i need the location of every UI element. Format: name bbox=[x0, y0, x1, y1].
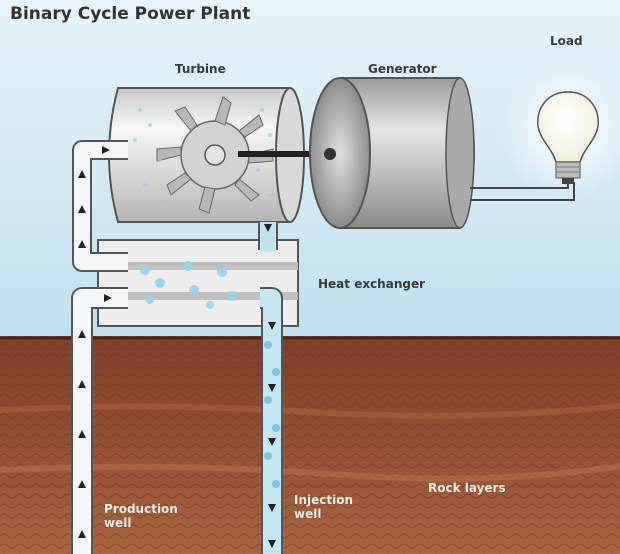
rock-layers bbox=[0, 336, 620, 554]
heat-exchanger-label: Heat exchanger bbox=[318, 277, 425, 291]
rock-layers-label: Rock layers bbox=[428, 481, 506, 495]
injection-well bbox=[260, 287, 283, 554]
turbine-label: Turbine bbox=[175, 62, 226, 76]
production-well bbox=[71, 287, 128, 554]
injection-well-label-line2: well bbox=[294, 507, 321, 521]
working-fluid-loop bbox=[72, 140, 278, 272]
turbine-shaft bbox=[238, 151, 330, 157]
generator-label: Generator bbox=[368, 62, 437, 76]
load-label: Load bbox=[550, 34, 583, 48]
light-bulb-icon bbox=[537, 91, 599, 184]
generator bbox=[309, 77, 475, 229]
production-well-label-line2: well bbox=[104, 516, 131, 530]
production-well-label: Production bbox=[104, 502, 178, 516]
injection-well-label: Injection bbox=[294, 493, 353, 507]
diagram-title: Binary Cycle Power Plant bbox=[10, 4, 250, 24]
